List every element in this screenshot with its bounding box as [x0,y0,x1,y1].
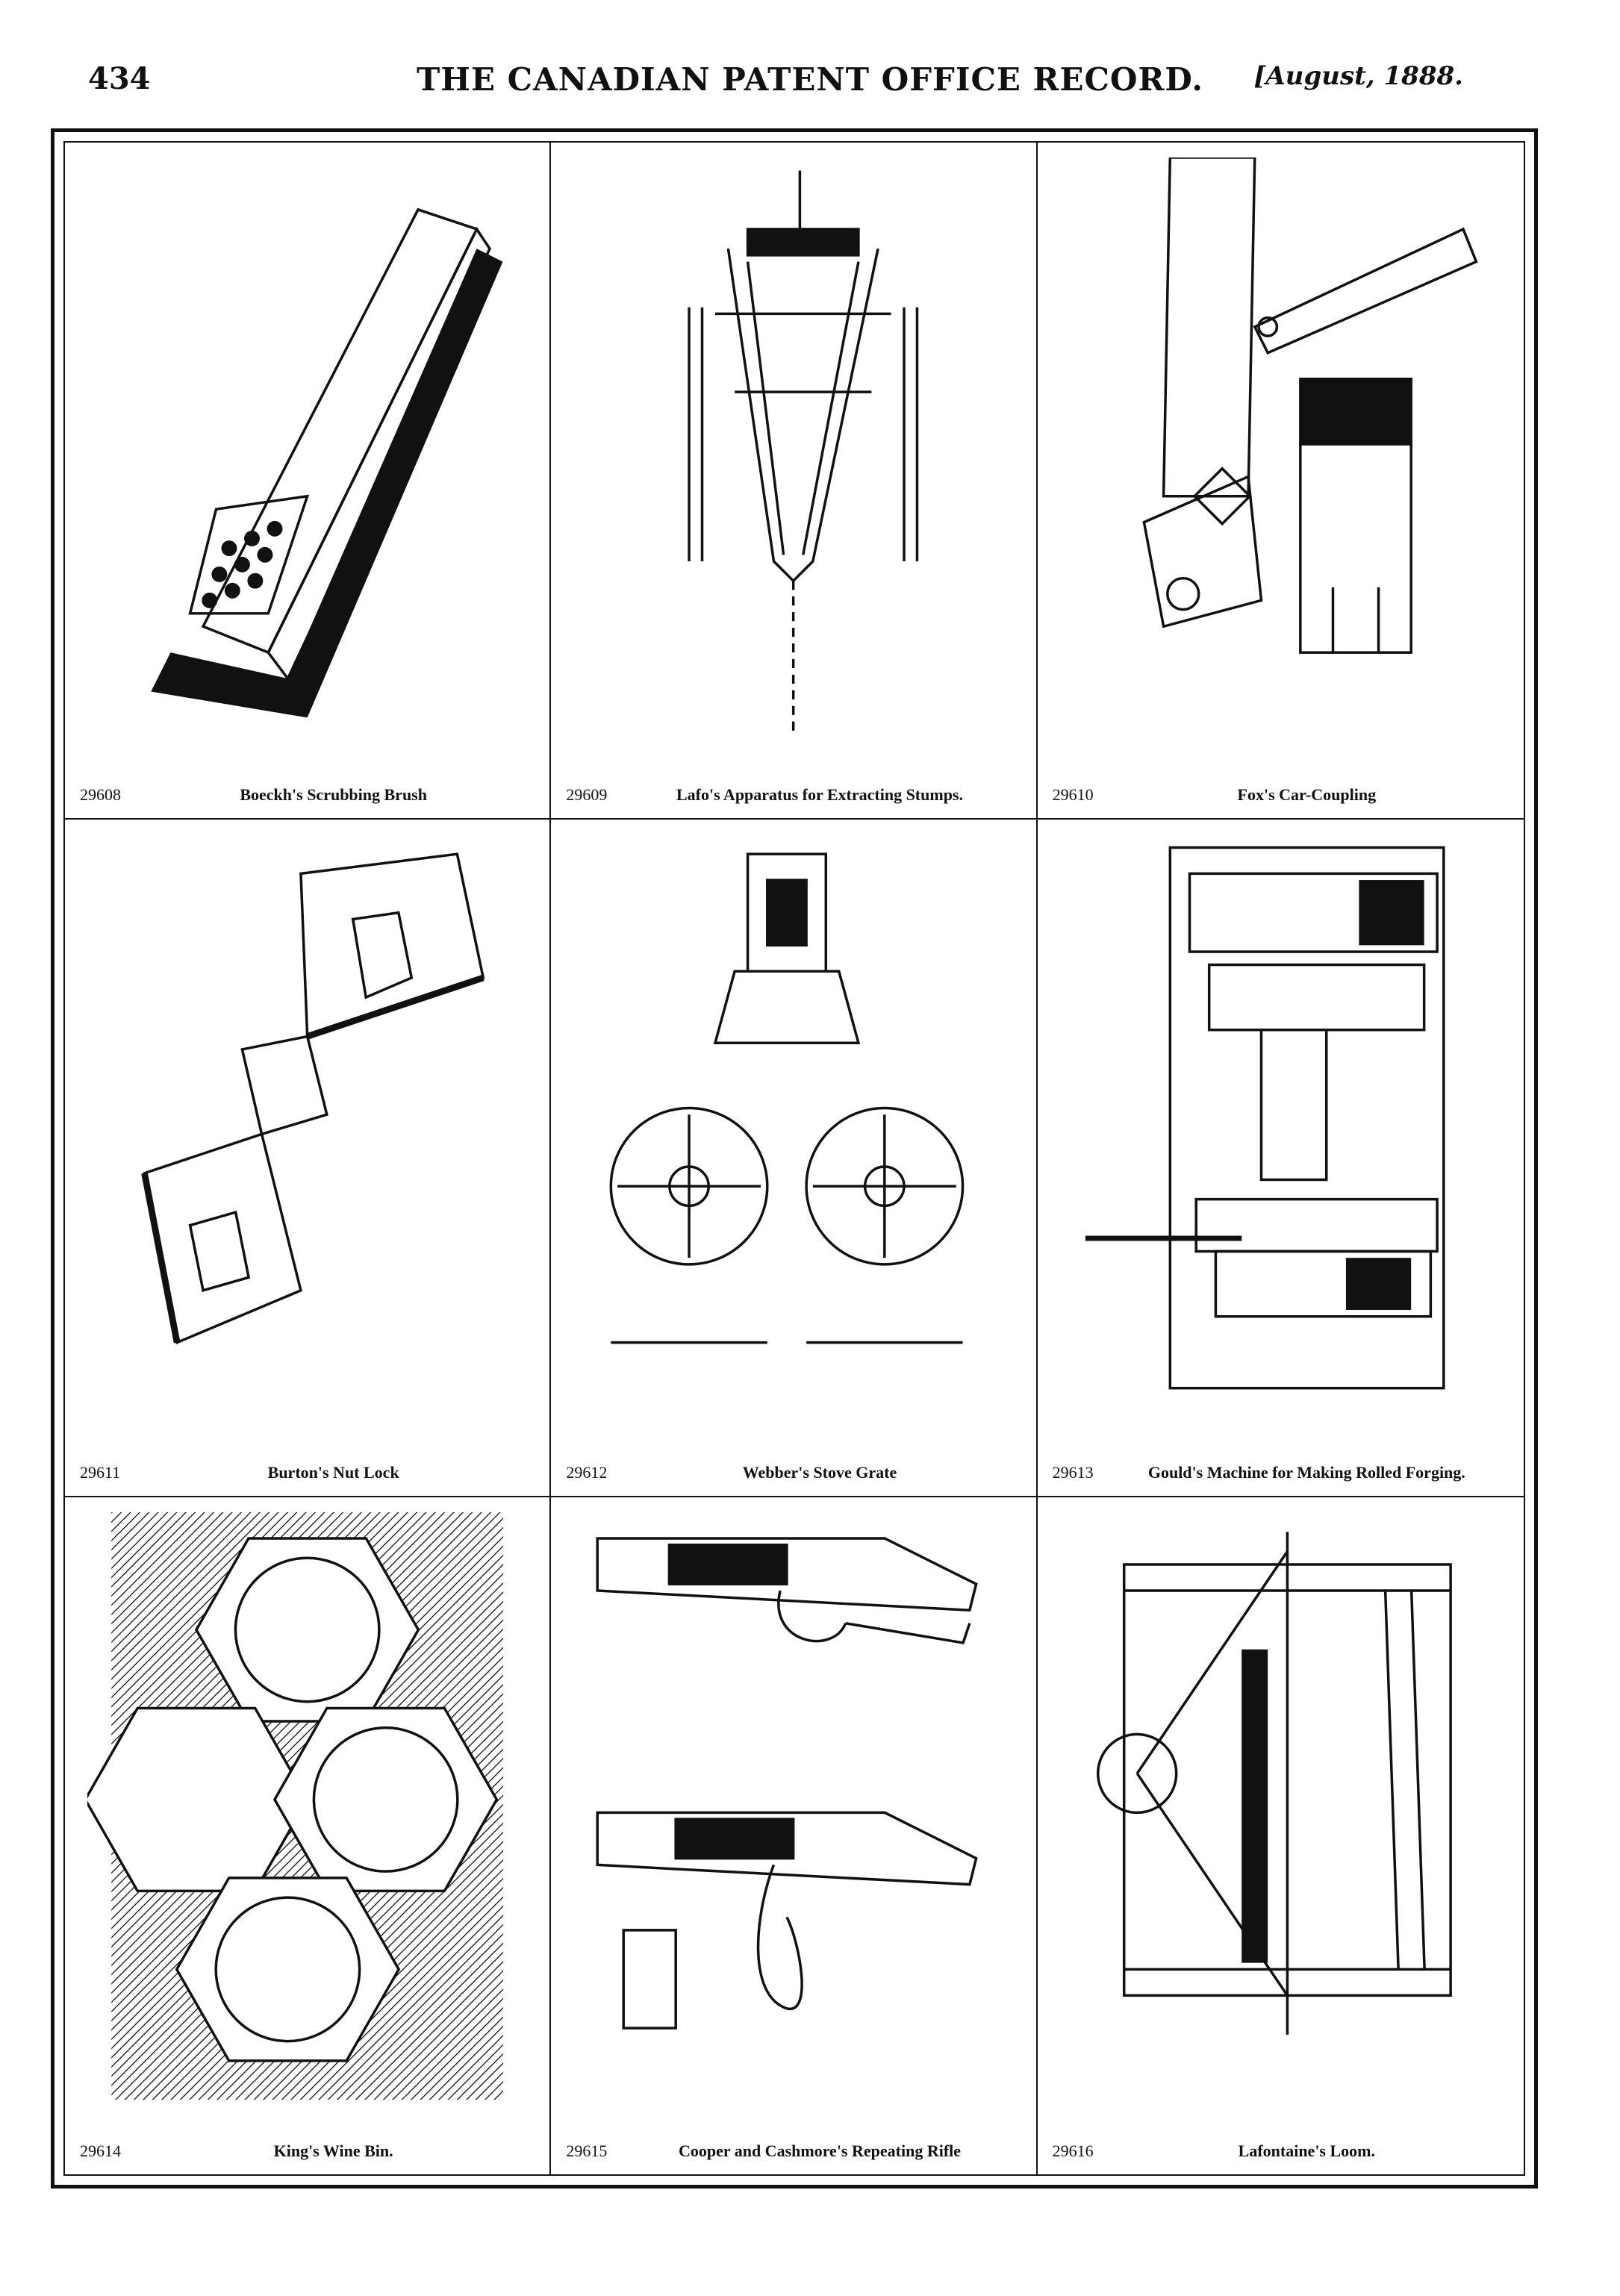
loom-illustration [1096,1531,1452,2035]
publication-title: THE CANADIAN PATENT OFFICE RECORD. [417,61,1203,98]
patent-title: Lafontaine's Loom. [1238,2141,1375,2160]
car-coupling-illustration [1142,157,1478,654]
patent-title: Webber's Stove Grate [742,1462,897,1482]
patent-number: 29608 [80,785,121,805]
patent-title: Lafo's Apparatus for Extracting Stumps. [676,785,963,805]
plate-caption: 29614 King's Wine Bin. [80,2141,535,2161]
patent-title: King's Wine Bin. [273,2141,393,2160]
plate-caption: 29610 Fox's Car-Coupling [1053,785,1509,805]
patent-title: Boeckh's Scrubbing Brush [240,785,427,805]
nut-lock-illustration [141,852,485,1345]
plate-loom: 29616 Lafontaine's Loom. [1038,1497,1524,2174]
plate-scrubbing-brush: 29608 Boeckh's Scrubbing Brush [65,143,552,820]
plates-frame: 29608 Boeckh's Scrubbing Brush 29609 [51,128,1538,2189]
plate-car-coupling: 29610 Fox's Car-Coupling [1037,143,1524,820]
plate-stump-extractor: 29609 Lafo's Apparatus for Extracting St… [551,143,1038,820]
patent-number: 29611 [80,1462,121,1482]
patent-number: 29614 [80,2141,121,2160]
plate-stove-grate: 29612 Webber's Stove Grate [551,820,1038,1497]
stump-extractor-illustration [688,170,919,731]
plate-caption: 29609 Lafo's Apparatus for Extracting St… [566,785,1021,805]
page-header: 434 THE CANADIAN PATENT OFFICE RECORD. [… [0,0,1620,112]
scrubbing-brush-illustration [151,208,503,718]
stove-grate-illustration [609,852,965,1344]
patent-number: 29609 [566,785,608,805]
patent-title: Cooper and Cashmore's Repeating Rifle [678,2141,962,2160]
plate-wine-bin: 29614 King's Wine Bin. [65,1497,552,2174]
plate-caption: 29616 Lafontaine's Loom. [1053,2141,1509,2161]
plate-repeating-rifle: 29615 Cooper and Cashmore's Repeating Ri… [551,1497,1038,2174]
patent-title: Fox's Car-Coupling [1237,785,1377,805]
patent-title: Burton's Nut Lock [267,1462,399,1482]
plate-forging-machine: 29613 Gould's Machine for Making Rolled … [1037,820,1524,1497]
plate-caption: 29608 Boeckh's Scrubbing Brush [80,785,535,805]
issue-date: [August, 1888. [1253,61,1463,91]
patent-number: 29616 [1052,2141,1094,2160]
forging-machine-illustration [1085,846,1445,1390]
plate-nut-lock: 29611 Burton's Nut Lock [65,820,552,1497]
plate-caption: 29615 Cooper and Cashmore's Repeating Ri… [566,2141,1021,2161]
wine-bin-illustration [87,1512,504,2100]
plate-caption: 29612 Webber's Stove Grate [566,1463,1021,1482]
plates-grid: 29608 Boeckh's Scrubbing Brush 29609 [65,143,1524,2174]
patent-number: 29610 [1052,785,1094,805]
patent-number: 29612 [566,1462,608,1482]
page-number: 434 [88,61,151,96]
patent-number: 29613 [1052,1462,1094,1482]
patent-number: 29615 [566,2141,608,2160]
plates-inner-border: 29608 Boeckh's Scrubbing Brush 29609 [63,141,1525,2176]
repeating-rifle-illustration [596,1536,978,2030]
plate-caption: 29611 Burton's Nut Lock [80,1463,535,1482]
plate-caption: 29613 Gould's Machine for Making Rolled … [1053,1463,1509,1482]
patent-title: Gould's Machine for Making Rolled Forgin… [1147,1462,1465,1482]
